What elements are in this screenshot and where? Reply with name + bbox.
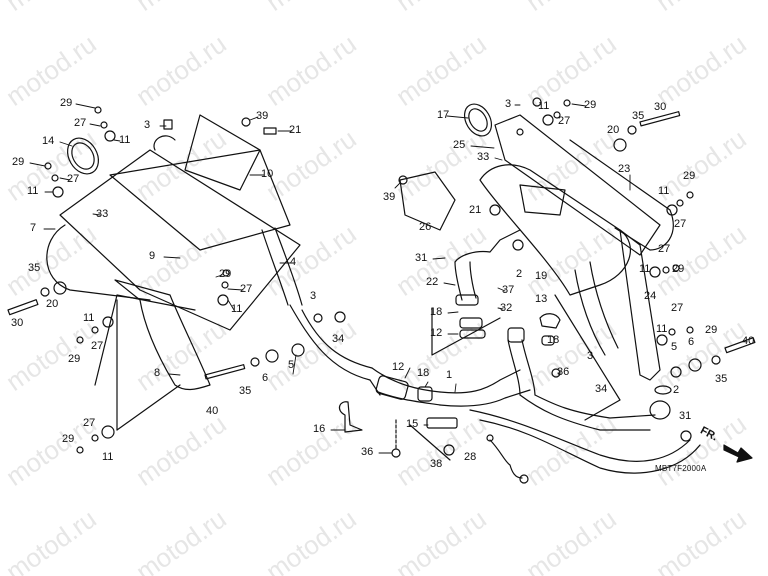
- part-number-label: 27: [91, 340, 104, 352]
- part-number-label: 27: [74, 117, 87, 129]
- part-number-label: 39: [383, 191, 396, 203]
- leader-lines: [29, 103, 631, 454]
- part-number-label: 3: [310, 290, 317, 302]
- part-number-label: 29: [60, 97, 73, 109]
- part-number-label: 36: [361, 446, 374, 458]
- part-number-label: 16: [313, 423, 326, 435]
- front-direction-arrow-icon: [723, 444, 753, 463]
- part-number-label: 27: [658, 243, 671, 255]
- part-number-label: 29: [672, 263, 685, 275]
- part-number-label: 11: [102, 451, 114, 463]
- part-number-label: 35: [632, 110, 645, 122]
- part-number-label: 39: [256, 110, 269, 122]
- left-muffler: [7, 106, 373, 454]
- part-number-label: 3: [587, 350, 594, 362]
- part-number-label: 1: [446, 369, 453, 381]
- part-number-label: 23: [618, 163, 631, 175]
- part-number-label: 35: [239, 385, 252, 397]
- part-number-label: 32: [500, 302, 513, 314]
- part-number-label: 6: [688, 336, 695, 348]
- part-number-label: 14: [42, 135, 55, 147]
- part-number-label: 6: [262, 372, 269, 384]
- part-number-label: 27: [83, 417, 96, 429]
- part-number-label: 40: [206, 405, 219, 417]
- center-exhaust-pipes: [338, 229, 701, 484]
- part-number-label: 11: [639, 263, 651, 275]
- part-number-label: 34: [595, 383, 608, 395]
- part-number-label: 27: [671, 302, 684, 314]
- part-number-label: 11: [658, 185, 670, 197]
- part-number-label: 28: [464, 451, 477, 463]
- part-number-label: 29: [705, 324, 718, 336]
- part-number-label: 35: [28, 262, 41, 274]
- part-number-label: 21: [469, 204, 482, 216]
- part-number-label: 15: [406, 418, 419, 430]
- part-number-label: 30: [11, 317, 24, 329]
- part-number-label: 37: [502, 284, 515, 296]
- part-number-label: 29: [62, 433, 75, 445]
- part-number-label: 27: [67, 173, 80, 185]
- part-number-label: 11: [656, 323, 668, 335]
- part-number-label: 35: [715, 373, 728, 385]
- part-number-label: 29: [68, 353, 81, 365]
- part-number-label: 18: [430, 306, 443, 318]
- part-number-label: 11: [231, 303, 243, 315]
- part-number-label: 29: [683, 170, 696, 182]
- part-number-label: 2: [516, 268, 523, 280]
- part-number-label: 21: [289, 124, 302, 136]
- diagram-code: MBT7F2000A: [655, 464, 707, 473]
- part-number-label: 29: [584, 99, 597, 111]
- part-number-label: 27: [558, 115, 571, 127]
- part-number-label: 3: [144, 119, 151, 131]
- part-number-label: 33: [96, 208, 109, 220]
- part-number-label: 11: [27, 185, 39, 197]
- part-number-label: 27: [674, 218, 687, 230]
- right-muffler: [398, 97, 756, 442]
- part-number-label: 22: [426, 276, 439, 288]
- part-number-label: 17: [437, 109, 450, 121]
- part-number-label: 25: [453, 139, 466, 151]
- part-number-label: 8: [154, 367, 161, 379]
- part-number-label: 11: [538, 100, 550, 112]
- part-number-label: 30: [654, 101, 667, 113]
- part-number-label: 18: [547, 334, 560, 346]
- part-number-label: 5: [671, 341, 678, 353]
- part-number-label: 18: [417, 367, 430, 379]
- part-number-label: 31: [415, 252, 428, 264]
- part-number-label: 9: [149, 250, 156, 262]
- part-number-label: 27: [240, 283, 253, 295]
- part-number-label: 4: [290, 256, 297, 268]
- part-number-label: 26: [419, 221, 432, 233]
- part-number-label: 2: [673, 384, 680, 396]
- part-number-label: 29: [12, 156, 25, 168]
- part-number-label: 5: [288, 359, 295, 371]
- part-number-label: 13: [535, 293, 548, 305]
- part-number-label: 34: [332, 333, 345, 345]
- part-number-label: 36: [557, 366, 570, 378]
- part-number-label: 10: [261, 168, 274, 180]
- part-number-label: 20: [46, 298, 59, 310]
- part-number-label: 11: [83, 312, 95, 324]
- part-number-label: 7: [30, 222, 37, 234]
- part-number-label: 3: [505, 98, 512, 110]
- part-number-label: 19: [535, 270, 548, 282]
- part-number-label: 31: [679, 410, 692, 422]
- part-number-label: 12: [430, 327, 443, 339]
- part-number-label: 29: [219, 268, 232, 280]
- part-number-label: 33: [477, 151, 490, 163]
- part-number-label: 12: [392, 361, 405, 373]
- part-number-label: 40: [742, 335, 755, 347]
- part-number-label: 11: [119, 134, 131, 146]
- part-number-label: 24: [644, 290, 657, 302]
- part-number-label: 38: [430, 458, 443, 470]
- part-number-label: 20: [607, 124, 620, 136]
